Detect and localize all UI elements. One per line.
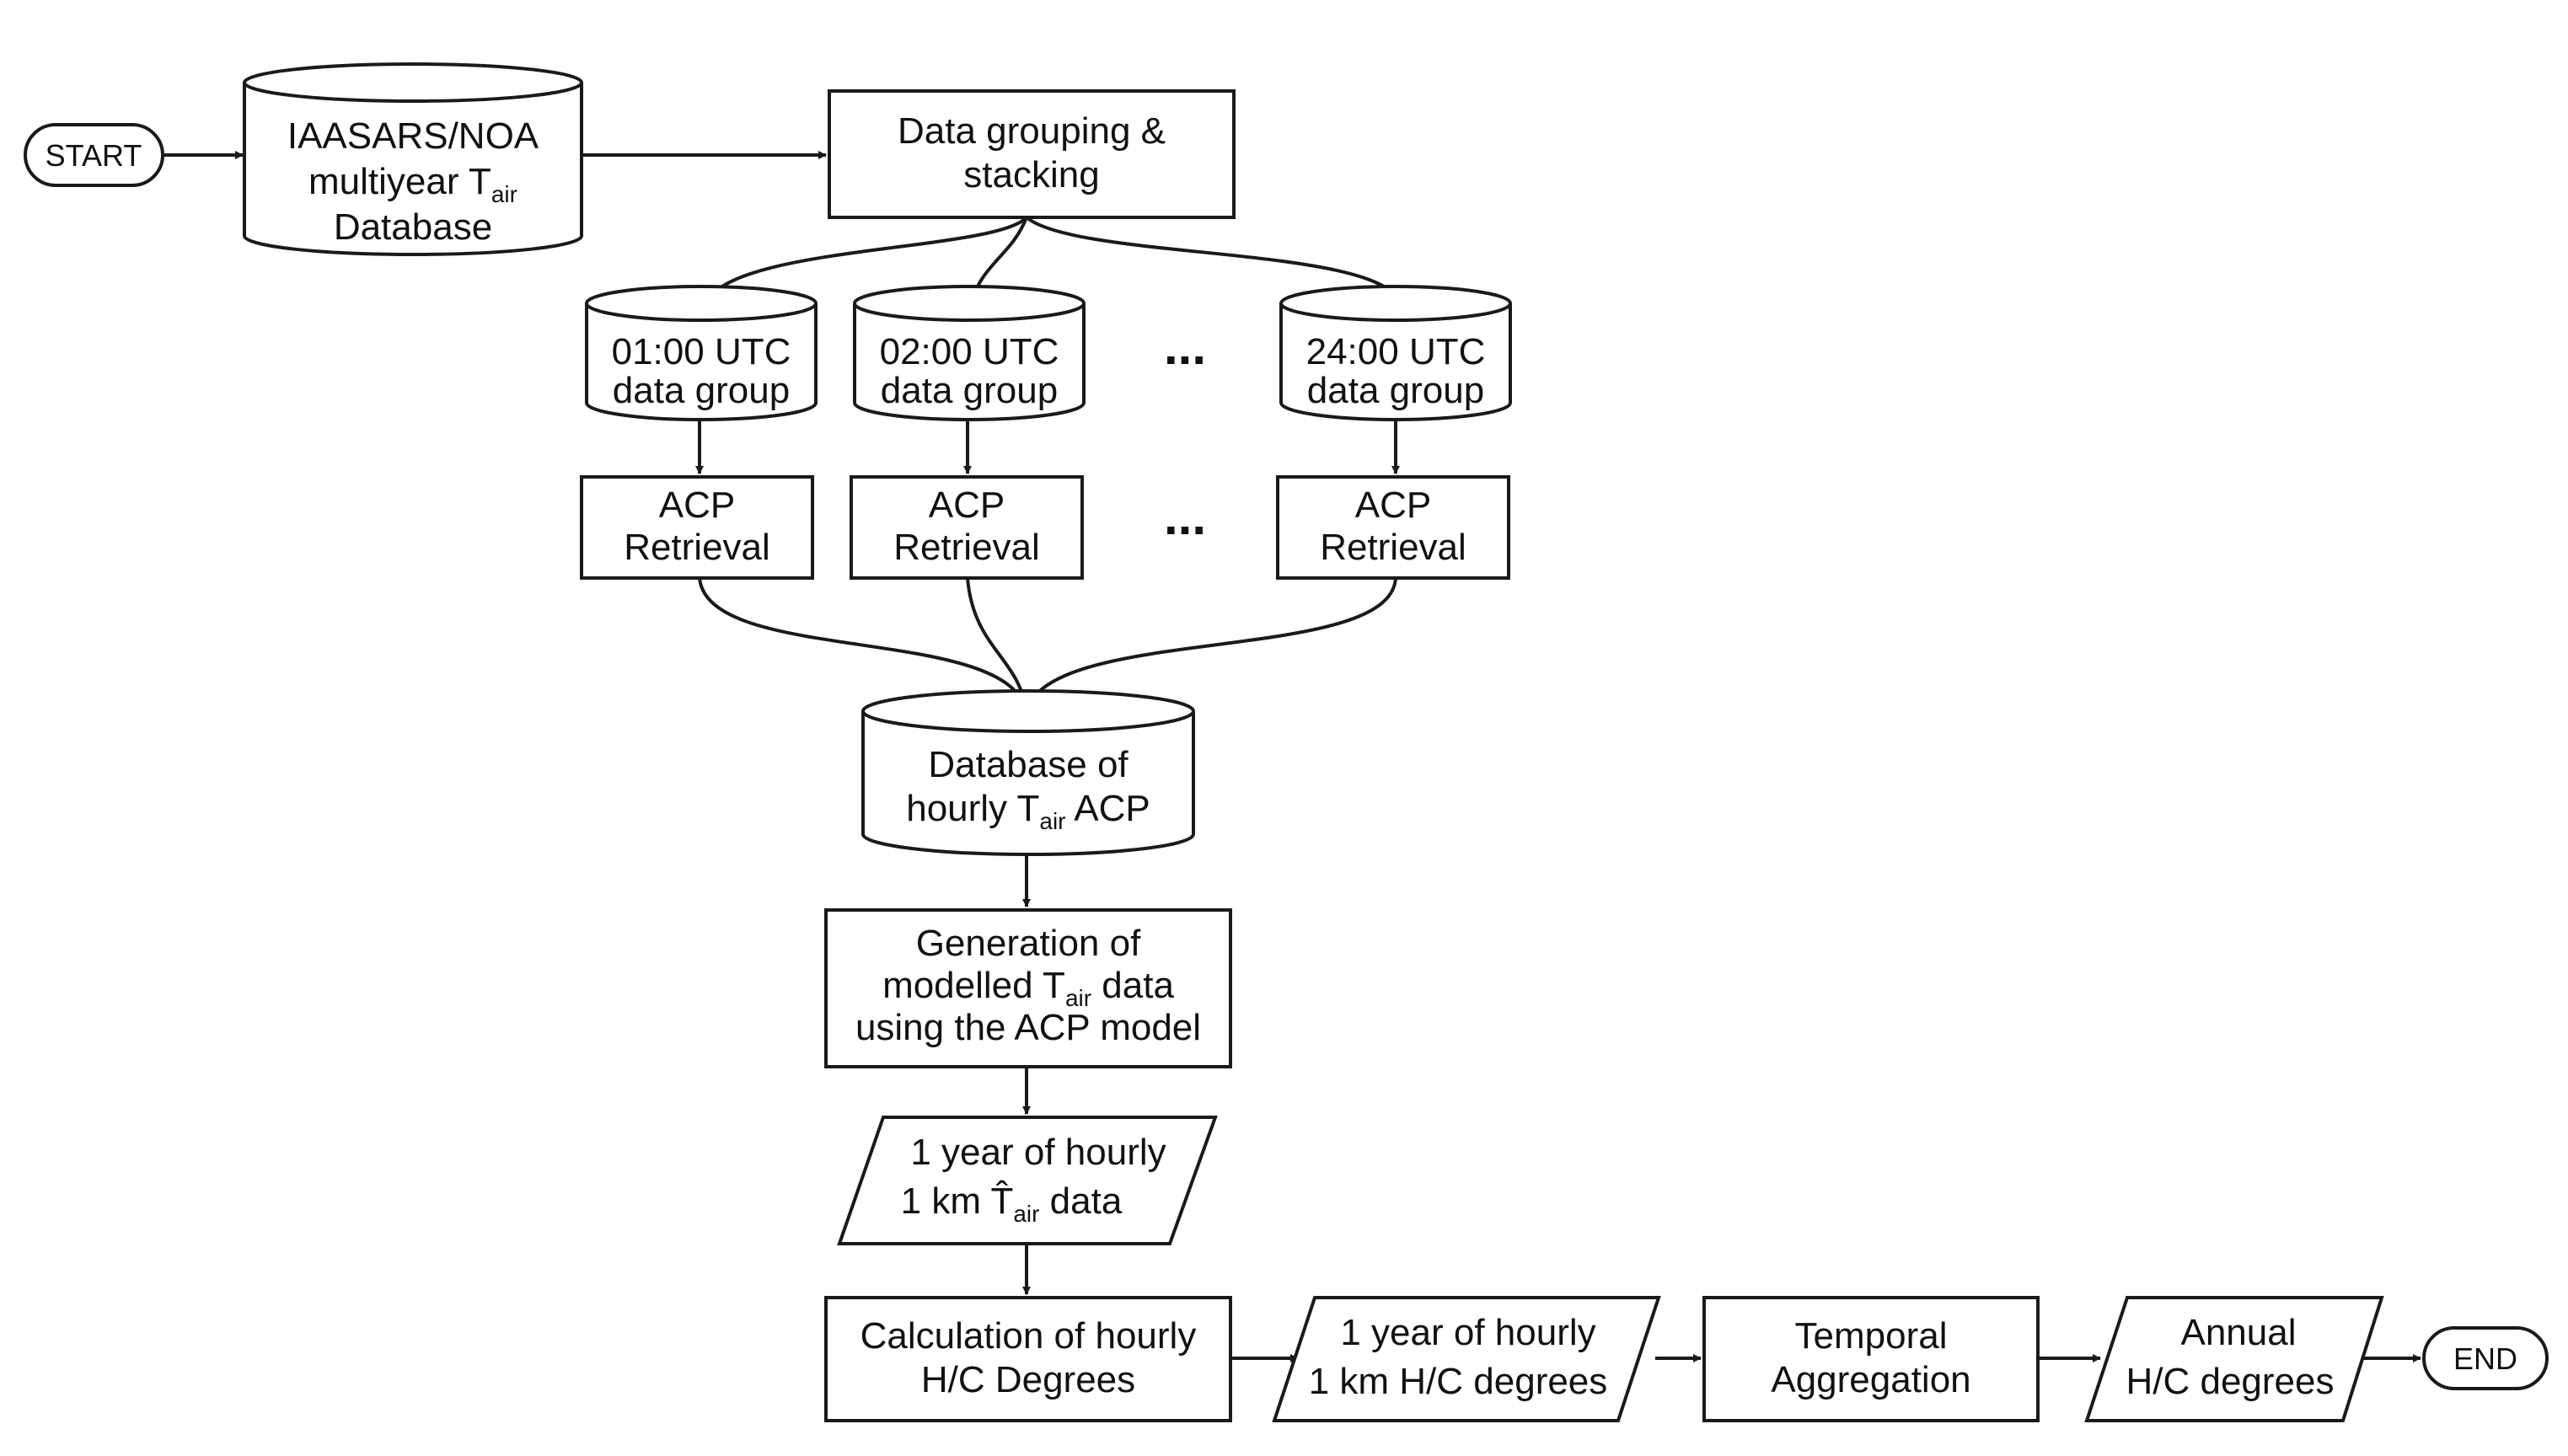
acp-db-line-1: Database of xyxy=(928,744,1129,785)
retrieval-02-line-1: ACP xyxy=(929,484,1005,526)
hourly-data-line-2: 1 km T̂air data xyxy=(901,1180,1123,1227)
database-line-2: multiyear Tair xyxy=(308,161,517,207)
group-24-line-1: 24:00 UTC xyxy=(1306,331,1486,372)
temporal-line-2: Aggregation xyxy=(1771,1359,1970,1400)
grouping-line-2: stacking xyxy=(963,154,1099,195)
data-grouping-box: Data grouping & stacking xyxy=(828,89,1236,219)
hourly-data-line-1: 1 year of hourly xyxy=(910,1132,1166,1173)
group-02-line-2: data group xyxy=(881,370,1058,411)
calc-line-1: Calculation of hourly xyxy=(860,1315,1197,1357)
annual-line-1: Annual xyxy=(2180,1312,2296,1353)
start-label: START xyxy=(46,138,142,173)
data-group-01: 01:00 UTC data group xyxy=(585,285,818,421)
end-terminal: END xyxy=(2422,1326,2549,1390)
hc-data-line-2: 1 km H/C degrees xyxy=(1309,1361,1608,1402)
group-24-line-2: data group xyxy=(1307,370,1484,411)
hourly-tair-data: 1 year of hourly 1 km T̂air data xyxy=(837,1116,1218,1245)
generation-line-3: using the ACP model xyxy=(855,1007,1201,1048)
iaasars-database: IAASARS/NOA multiyear Tair Database xyxy=(243,62,583,256)
calculation-box: Calculation of hourly H/C Degrees xyxy=(824,1296,1232,1422)
data-group-02: 02:00 UTC data group xyxy=(853,285,1086,421)
start-terminal: START xyxy=(24,123,164,187)
groups-ellipsis: ... xyxy=(1164,318,1206,375)
generation-line-1: Generation of xyxy=(916,923,1141,964)
edges xyxy=(163,151,2421,1362)
group-01-line-1: 01:00 UTC xyxy=(612,331,791,372)
group-02-line-1: 02:00 UTC xyxy=(880,331,1059,372)
end-label: END xyxy=(2453,1341,2517,1376)
calc-line-2: H/C Degrees xyxy=(921,1359,1135,1400)
temporal-aggregation-box: Temporal Aggregation xyxy=(1702,1296,2040,1422)
retrieval-01-line-2: Retrieval xyxy=(624,527,770,568)
generation-line-2: modelled Tair data xyxy=(882,965,1174,1011)
acp-retrieval-02: ACP Retrieval xyxy=(850,475,1084,580)
temporal-line-1: Temporal xyxy=(1795,1315,1948,1357)
acp-retrieval-24: ACP Retrieval xyxy=(1276,475,1510,580)
hourly-hc-data: 1 year of hourly 1 km H/C degrees xyxy=(1272,1296,1661,1422)
generation-box: Generation of modelled Tair data using t… xyxy=(824,908,1232,1068)
retrieval-01-line-1: ACP xyxy=(659,484,735,526)
annual-hc-data: Annual H/C degrees xyxy=(2084,1296,2384,1422)
grouping-line-1: Data grouping & xyxy=(898,110,1166,152)
database-line-3: Database xyxy=(334,206,492,248)
edge-retrieval-24-to-acp-db xyxy=(1023,577,1397,714)
retrieval-ellipsis: ... xyxy=(1164,489,1206,545)
acp-db-line-2: hourly Tair ACP xyxy=(906,788,1150,834)
retrieval-02-line-2: Retrieval xyxy=(893,527,1040,568)
group-01-line-2: data group xyxy=(613,370,790,411)
data-group-24: 24:00 UTC data group xyxy=(1279,285,1512,421)
retrieval-24-line-2: Retrieval xyxy=(1320,527,1466,568)
acp-retrieval-01: ACP Retrieval xyxy=(580,475,814,580)
hc-data-line-1: 1 year of hourly xyxy=(1340,1312,1595,1353)
retrieval-24-line-1: ACP xyxy=(1355,484,1431,526)
edge-retrieval-1-to-acp-db xyxy=(698,577,1030,714)
database-line-1: IAASARS/NOA xyxy=(287,115,539,157)
acp-database: Database of hourly Tair ACP xyxy=(861,689,1195,856)
annual-line-2: H/C degrees xyxy=(2126,1361,2334,1402)
